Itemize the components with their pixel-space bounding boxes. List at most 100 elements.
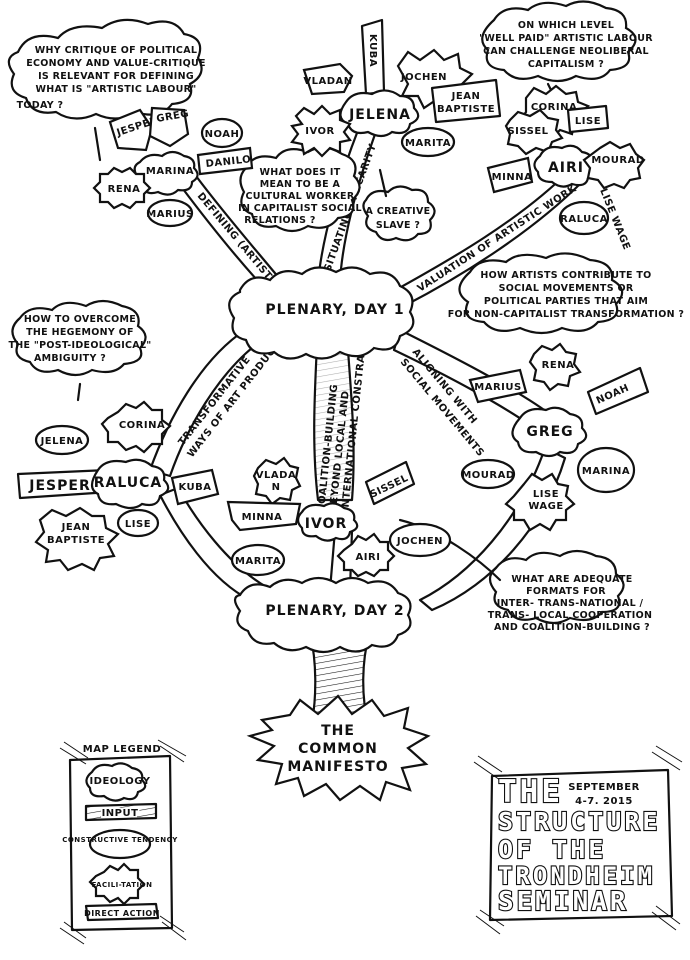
- person-marita-top: MARITA: [405, 138, 451, 149]
- svg-text:ON WHICH LEVEL: ON WHICH LEVEL: [518, 20, 614, 31]
- legend-direct-action: DIRECT ACTION: [84, 909, 160, 918]
- svg-text:IS RELEVANT FOR DEFINING: IS RELEVANT FOR DEFINING: [38, 71, 194, 82]
- person-raluca-left: RALUCA: [94, 475, 163, 491]
- legend-facilitation: FACILI-TATION: [92, 881, 153, 889]
- person-greg-right: GREG: [526, 424, 573, 440]
- svg-text:CULTURAL WORKER: CULTURAL WORKER: [246, 191, 355, 202]
- plenary-day2: PLENARY, DAY 2: [233, 576, 412, 654]
- person-corina-left: CORINA: [119, 420, 165, 431]
- svg-text:HOW ARTISTS CONTRIBUTE TO: HOW ARTISTS CONTRIBUTE TO: [480, 270, 651, 281]
- title-line-4: TRONDHEIM: [498, 862, 655, 890]
- question-q2: WHAT DOES IT MEAN TO BE A CULTURAL WORKE…: [238, 146, 362, 233]
- svg-text:SLAVE ?: SLAVE ?: [376, 220, 420, 231]
- svg-text:HOW TO OVERCOME: HOW TO OVERCOME: [24, 314, 136, 325]
- title-date-1: SEPTEMBER: [568, 782, 640, 793]
- person-marina-right: MARINA: [582, 466, 630, 477]
- person-kuba-left: KUBA: [178, 482, 211, 493]
- plenary-day1: PLENARY, DAY 1: [228, 266, 415, 360]
- person-marina-top: MARINA: [146, 166, 194, 177]
- person-marius-right: MARIUS: [474, 382, 521, 393]
- person-lise-left: LISE: [125, 519, 151, 530]
- svg-text:AMBIGUITY ?: AMBIGUITY ?: [34, 353, 106, 364]
- manifesto-line3: MANIFESTO: [287, 759, 388, 775]
- person-ivor-mid: IVOR: [305, 516, 347, 532]
- plenary-day1-label: PLENARY, DAY 1: [265, 302, 404, 318]
- svg-text:ECONOMY AND VALUE-CRITIQUE: ECONOMY AND VALUE-CRITIQUE: [26, 58, 206, 69]
- svg-text:SOCIAL MOVEMENTS OR: SOCIAL MOVEMENTS OR: [499, 283, 634, 294]
- person-jean-baptiste-left-1: JEAN: [61, 522, 91, 533]
- svg-text:IN CAPITALIST SOCIAL: IN CAPITALIST SOCIAL: [238, 203, 362, 214]
- plenary-day2-label: PLENARY, DAY 2: [265, 603, 404, 619]
- map-legend: MAP LEGEND IDEOLOGY INPUT CONSTRUCTIVE T…: [59, 739, 187, 945]
- person-vladan-mid-1: VLADA: [256, 470, 296, 481]
- person-lise-wage-right-1: LISE: [533, 489, 559, 500]
- svg-text:WHAT IS "ARTISTIC LABOUR": WHAT IS "ARTISTIC LABOUR": [35, 84, 196, 95]
- person-airi-mid: AIRI: [356, 552, 381, 563]
- person-jelena-top: JELENA: [348, 107, 411, 123]
- manifesto-line2: COMMON: [298, 741, 378, 757]
- people-nodes: MARINA JESPER GREG NOAH DANILO RENA MARI…: [16, 18, 650, 578]
- person-mourad-right: MOURAD: [461, 470, 514, 481]
- person-mourad-top: MOURAD: [591, 155, 644, 166]
- person-corina-top: CORINA: [531, 102, 577, 113]
- legend-constructive: CONSTRUCTIVE TENDENCY: [62, 836, 178, 844]
- person-airi-top: AIRI: [548, 160, 584, 176]
- person-minna-top: MINNA: [492, 172, 533, 183]
- title-line-5: SEMINAR: [498, 887, 629, 917]
- person-danilo: DANILO: [205, 154, 252, 170]
- title-line-1: THE: [498, 774, 563, 810]
- legend-input: INPUT: [102, 808, 139, 819]
- person-rena-right: RENA: [542, 360, 575, 371]
- person-raluca-top: RALUCA: [560, 214, 608, 225]
- person-vladan-mid-2: N: [272, 482, 281, 493]
- person-marius-top: MARIUS: [146, 209, 193, 220]
- person-noah-top: NOAH: [205, 129, 240, 140]
- question-q3: A CREATIVE SLAVE ?: [362, 168, 436, 242]
- svg-text:POLITICAL PARTIES THAT AIM: POLITICAL PARTIES THAT AIM: [484, 296, 648, 307]
- person-jochen-mid: JOCHEN: [396, 536, 443, 547]
- person-rena-top: RENA: [108, 184, 141, 195]
- svg-text:MEAN TO BE A: MEAN TO BE A: [260, 179, 341, 190]
- svg-text:CAN CHALLENGE NEOLIBERAL: CAN CHALLENGE NEOLIBERAL: [483, 46, 649, 57]
- svg-text:FOR NON-CAPITALIST TRANSFORMAT: FOR NON-CAPITALIST TRANSFORMATION ?: [448, 309, 685, 320]
- legend-ideology: IDEOLOGY: [89, 776, 150, 787]
- person-kuba-top: KUBA: [367, 34, 378, 67]
- question-q7: WHAT ARE ADEQUATE FORMATS FOR INTER- TRA…: [398, 518, 652, 633]
- person-jean-baptiste-top-2: BAPTISTE: [437, 104, 495, 115]
- person-jesper-left: JESPER: [28, 478, 90, 494]
- question-q6: HOW TO OVERCOME THE HEGEMONY OF THE "POS…: [8, 299, 151, 402]
- person-lise-wage-right-2: WAGE: [528, 501, 563, 512]
- title-line-3: OF THE: [498, 835, 606, 864]
- person-minna-mid: MINNA: [242, 512, 283, 523]
- svg-text:INTER- TRANS-NATIONAL /: INTER- TRANS-NATIONAL /: [497, 598, 644, 609]
- legend-title: MAP LEGEND: [83, 744, 161, 755]
- question-q5: HOW ARTISTS CONTRIBUTE TO SOCIAL MOVEMEN…: [448, 252, 685, 335]
- svg-text:A CREATIVE: A CREATIVE: [366, 206, 431, 217]
- person-vladan-top: VLADAN: [303, 76, 352, 87]
- svg-text:WHAT DOES IT: WHAT DOES IT: [259, 167, 340, 178]
- svg-text:THE HEGEMONY OF: THE HEGEMONY OF: [26, 327, 134, 338]
- title-box: SEPTEMBER 4-7. 2015 THE STRUCTURE OF THE…: [473, 745, 683, 935]
- svg-text:WHY CRITIQUE OF POLITICAL: WHY CRITIQUE OF POLITICAL: [35, 45, 197, 56]
- person-ivor-top: IVOR: [305, 126, 335, 137]
- question-q1: WHY CRITIQUE OF POLITICAL ECONOMY AND VA…: [7, 18, 206, 162]
- svg-text:RELATIONS ?: RELATIONS ?: [244, 215, 315, 226]
- person-jean-baptiste-top-1: JEAN: [451, 91, 481, 102]
- title-date-2: 4-7. 2015: [575, 796, 633, 807]
- svg-text:AND COALITION-BUILDING ?: AND COALITION-BUILDING ?: [494, 622, 650, 633]
- common-manifesto: THE COMMON MANIFESTO: [246, 694, 431, 802]
- svg-text:TODAY ?: TODAY ?: [17, 100, 64, 111]
- svg-text:WHAT ARE ADEQUATE: WHAT ARE ADEQUATE: [511, 574, 632, 585]
- person-jean-baptiste-left-2: BAPTISTE: [47, 535, 105, 546]
- manifesto-line1: THE: [321, 723, 355, 739]
- title-line-2: STRUCTURE: [498, 807, 660, 836]
- person-marita-mid: MARITA: [235, 556, 281, 567]
- svg-text:CAPITALISM ?: CAPITALISM ?: [528, 59, 604, 70]
- person-jelena-left: JELENA: [40, 436, 84, 447]
- person-jochen-top: JOCHEN: [400, 72, 447, 83]
- person-sissel-top: SISSEL: [507, 126, 548, 137]
- svg-text:THE "POST-IDEOLOGICAL": THE "POST-IDEOLOGICAL": [8, 340, 151, 351]
- svg-text:FORMATS FOR: FORMATS FOR: [526, 586, 606, 597]
- svg-text:TRANS- LOCAL COOPERATION: TRANS- LOCAL COOPERATION: [488, 610, 652, 621]
